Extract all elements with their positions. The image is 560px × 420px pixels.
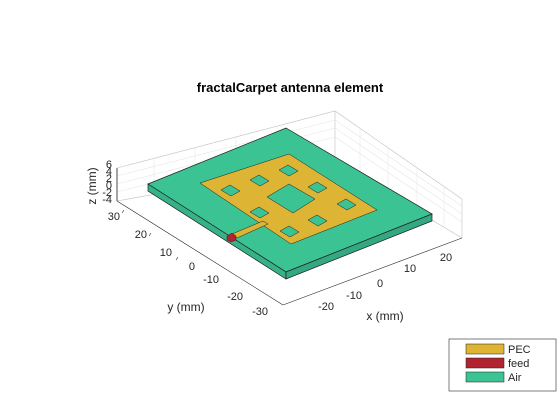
z-axis-label: z (mm)	[85, 167, 99, 204]
legend: PEC feed Air	[448, 338, 557, 392]
feed-point	[226, 232, 237, 243]
x-tick-label: 0	[377, 278, 383, 290]
patch-slot	[278, 164, 299, 177]
y-tick-label: -30	[252, 306, 268, 318]
y-axis: 30 20 10 0 -10 -20 -30 y (mm)	[108, 209, 268, 318]
patch-slot	[307, 214, 328, 227]
z-axis: 6 4 2 0 -2 -4 z (mm)	[85, 159, 118, 206]
x-tick-label: 20	[440, 252, 452, 264]
x-axis: -20 -10 0 10 20 x (mm)	[318, 252, 452, 323]
x-axis-label: x (mm)	[366, 309, 403, 323]
pec-patch	[199, 153, 378, 245]
y-tick-label: 20	[135, 229, 147, 241]
x-tick-label: -10	[346, 290, 362, 302]
plot-title: fractalCarpet antenna element	[197, 80, 384, 95]
x-tick-label: -20	[318, 301, 334, 313]
patch-slot	[307, 181, 328, 194]
y-tick-label: -20	[227, 291, 243, 303]
legend-label-feed: feed	[508, 358, 529, 370]
y-tick-label: -10	[203, 274, 219, 286]
z-tick-label: 2	[106, 173, 112, 185]
legend-swatch-feed	[465, 357, 505, 369]
z-tick-label: -4	[102, 194, 112, 206]
y-tick-label: 10	[160, 247, 172, 259]
x-tick-label: 10	[404, 263, 416, 275]
y-tick-label: 0	[189, 261, 195, 273]
y-axis-label: y (mm)	[167, 300, 204, 314]
patch-center-slot	[266, 183, 316, 214]
legend-label-air: Air	[508, 372, 522, 384]
patch-slot	[336, 198, 357, 211]
z-tick-label: 6	[106, 159, 112, 171]
patch-slot	[249, 174, 270, 187]
substrate-front-right-face	[285, 213, 433, 280]
legend-swatch-pec	[465, 343, 505, 355]
feed-marker	[226, 232, 237, 243]
z-tick-label: -2	[102, 187, 112, 199]
legend-swatch-air	[465, 371, 505, 383]
z-tick-label: 0	[106, 180, 112, 192]
patch-slot	[249, 206, 270, 219]
legend-label-pec: PEC	[508, 344, 531, 356]
z-tick-label: 4	[106, 166, 112, 178]
patch-slot	[220, 184, 241, 197]
y-tick-label: 30	[108, 211, 120, 223]
patch-slot	[279, 225, 300, 238]
